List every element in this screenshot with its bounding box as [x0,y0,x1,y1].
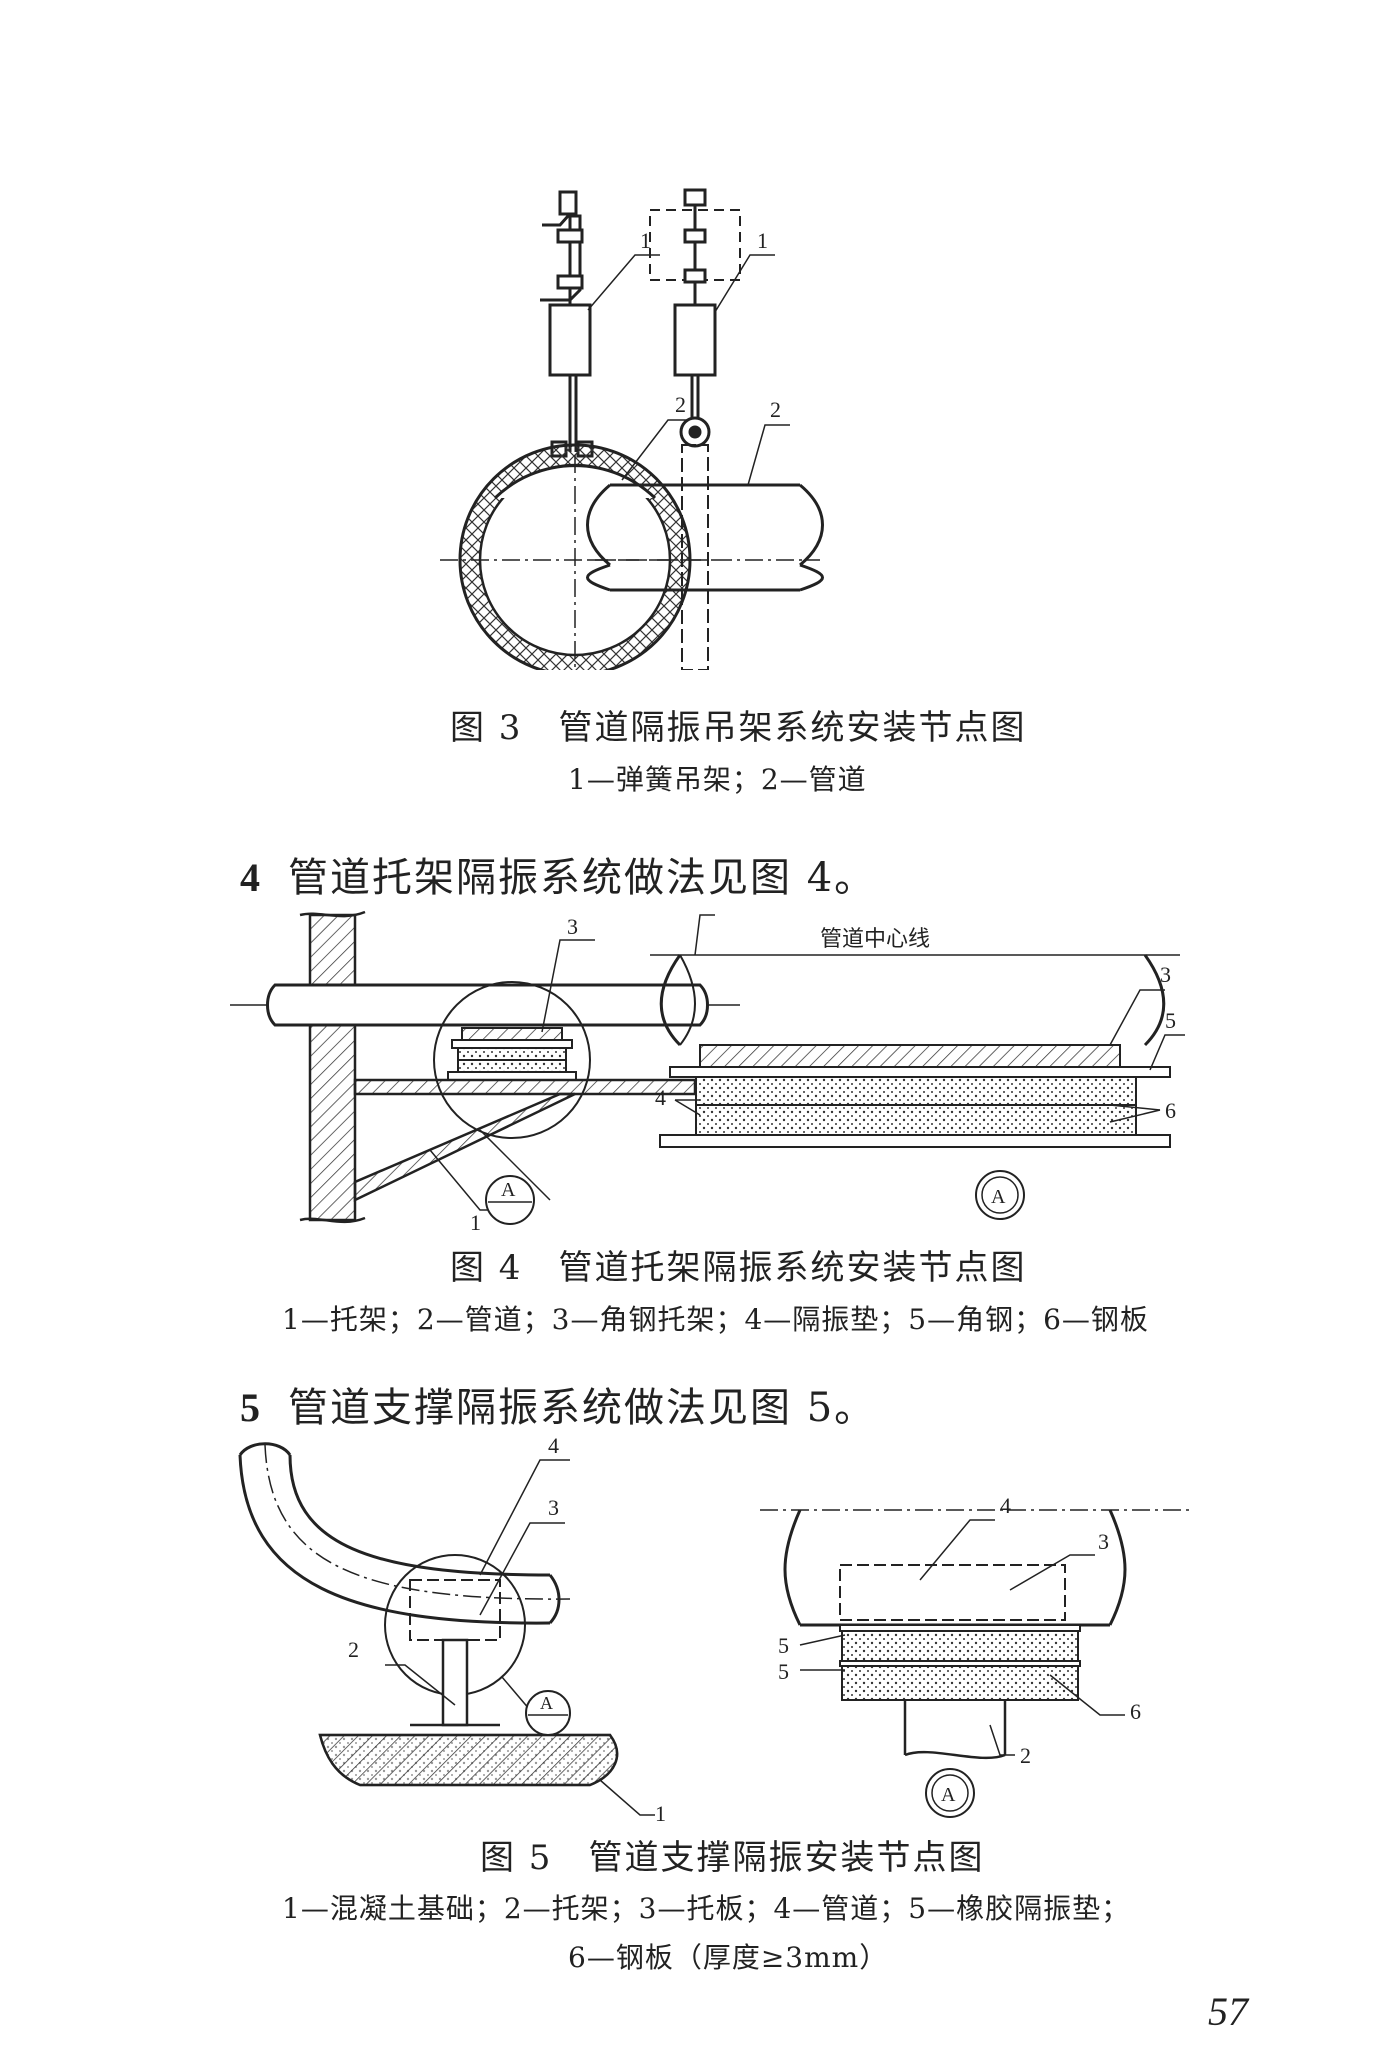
section5-number: 5 [240,1385,262,1430]
fig5-detail-isolator [839,1624,1081,1701]
fig5-callout-5-b: 5 [778,1659,789,1684]
fig5-detail-mark-right: A [941,1784,956,1806]
figure5-caption: 图 5 管道支撑隔振安装节点图 [480,1838,985,1878]
fig5-concrete-base [318,1733,619,1787]
fig5-callout-4: 4 [548,1433,559,1458]
fig3-callout-2: 2 [675,392,686,417]
fig4-detail-mark-right: A [991,1186,1006,1208]
figure5-legend-line2: 6—钢板（厚度≥3mm） [568,1941,889,1974]
fig5-callout-2-detail: 2 [1020,1743,1031,1768]
fig5-detail-pipe [760,1509,1190,1627]
fig4-callout-3: 3 [567,914,578,939]
fig4-callout-2: 2 [700,910,711,915]
section5-heading: 5 管道支撑隔振系统做法见图 5。 [240,1375,876,1433]
fig4-detail-mark-left: A [501,1179,516,1201]
fig4-wall [299,910,366,1224]
section4-text: 管道托架隔振系统做法见图 4。 [288,855,877,901]
figure5-drawing: A 4 3 2 1 4 3 5 5 6 2 A [238,1433,1190,1825]
fig3-callout-2-right: 2 [770,397,781,422]
fig5-support-post [410,1638,500,1727]
fig4-pipe [230,983,740,1027]
fig4-callout-3-detail: 3 [1160,962,1171,987]
section4-number: 4 [240,855,262,900]
page-number: 57 [1208,1989,1248,2034]
fig4-callout-6: 6 [1165,1098,1176,1123]
figure4-legend: 1—托架；2—管道；3—角钢托架；4—隔振垫；5—角钢；6—钢板 [282,1303,1149,1336]
section4-heading: 4 管道托架隔振系统做法见图 4。 [240,845,876,903]
fig3-callout-1: 1 [640,228,651,253]
section5-text: 管道支撑隔振系统做法见图 5。 [288,1385,877,1431]
fig3-pipe-section [440,443,715,670]
fig3-spring-hanger-left [540,190,594,458]
fig4-callout-4: 4 [655,1085,666,1110]
fig5-callout-3-detail: 3 [1098,1529,1109,1554]
fig5-callout-1: 1 [655,1801,666,1825]
fig5-detail-mark-left: A [540,1693,553,1713]
fig3-pipe-side [586,444,824,670]
fig4-callout-1: 1 [470,1210,481,1230]
figure3-caption: 图 3 管道隔振吊架系统安装节点图 [450,708,1027,748]
figure3-legend: 1—弹簧吊架；2—管道 [568,763,867,796]
fig5-callout-4-detail: 4 [1000,1493,1011,1518]
figure4-caption: 图 4 管道托架隔振系统安装节点图 [450,1248,1027,1288]
fig5-detail-post [903,1700,1007,1760]
fig3-spring-hanger-right [649,188,741,448]
fig5-callout-3: 3 [548,1495,559,1520]
fig4-detail-pipe [650,954,1180,1047]
fig5-callout-6: 6 [1130,1699,1141,1724]
fig5-pipe-bend [238,1442,571,1625]
fig4-centerline-label: 管道中心线 [820,927,930,952]
fig5-callout-5-a: 5 [778,1633,789,1658]
fig3-callout-1-right: 1 [757,228,768,253]
figure3-drawing: 1 2 1 2 [440,188,824,670]
fig4-detail-isolator [659,1044,1171,1148]
fig5-callout-2: 2 [348,1637,359,1662]
figure4-drawing: A 3 1 管道中心线 2 3 5 4 6 A [230,910,1185,1230]
fig4-callout-5: 5 [1165,1008,1176,1033]
fig4-isolator [447,1027,577,1081]
figure5-legend-line1: 1—混凝土基础；2—托架；3—托板；4—管道；5—橡胶隔振垫； [282,1892,1131,1925]
